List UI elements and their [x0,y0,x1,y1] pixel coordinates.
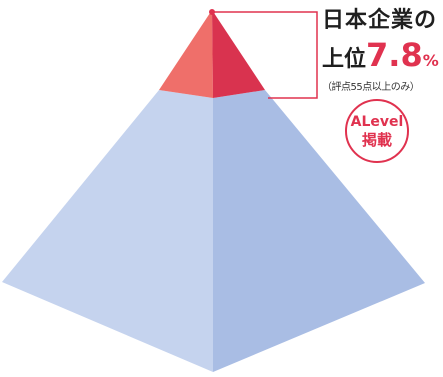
share-unit: % [422,51,439,70]
badge-line2: 掲載 [361,131,392,149]
alevel-badge: ALevel 掲載 [345,99,409,163]
label-line2: 上位7.8% [322,39,442,76]
label-line1: 日本企業の [322,8,438,33]
callout-bracket [212,11,318,99]
pyramid-body-left-face [2,90,213,372]
pyramid-apex-right-face [212,10,265,98]
label-prefix: 上位 [322,47,367,72]
label-note: （評点55点以上のみ） [322,82,420,93]
pyramid-body-right-face [213,90,425,372]
top-share-label: 日本企業の 上位7.8% （評点55点以上のみ） [322,8,442,93]
share-value: 7.8 [366,36,423,74]
pyramid-apex-left-face [159,10,213,98]
badge-line1: ALevel [350,114,404,130]
